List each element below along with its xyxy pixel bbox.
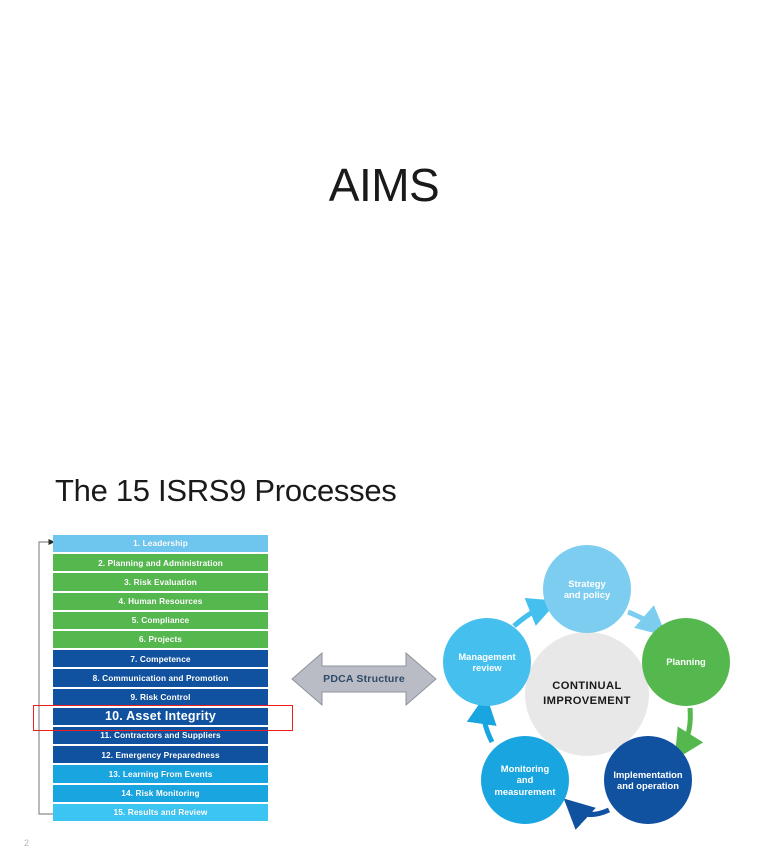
process-item-label: 3. Risk Evaluation [124, 576, 197, 587]
process-item-4[interactable]: 4. Human Resources [53, 591, 268, 611]
process-item-label: 8. Communication and Promotion [92, 672, 229, 683]
process-item-12[interactable]: 12. Emergency Preparedness [53, 745, 268, 765]
process-item-9[interactable]: 9. Risk Control [53, 687, 268, 707]
process-item-11[interactable]: 11. Contractors and Suppliers [53, 726, 268, 746]
cycle-node-label: Planning [666, 656, 706, 668]
section-title: The 15 ISRS9 Processes [55, 473, 397, 508]
process-item-8[interactable]: 8. Communication and Promotion [53, 668, 268, 688]
arrow-monitoring-to-management-review [466, 694, 497, 744]
process-item-label: 6. Projects [138, 634, 183, 645]
arrow-strategy-to-planning [627, 605, 667, 637]
process-item-6[interactable]: 6. Projects [53, 630, 268, 650]
process-list: 1. Leadership 2. Planning and Administrat… [53, 534, 268, 822]
process-item-label: 2. Planning and Administration [98, 557, 223, 568]
continual-improvement-line2: IMPROVEMENT [543, 695, 631, 707]
arrow-implementation-to-monitoring [563, 798, 611, 830]
page-number: 2 [24, 838, 30, 848]
process-item-label: 10. Asset Integrity [104, 709, 216, 724]
process-item-label: 7. Competence [130, 653, 191, 664]
process-item-2[interactable]: 2. Planning and Administration [53, 553, 268, 573]
process-item-label: 9. Risk Control [130, 692, 191, 703]
process-item-5[interactable]: 5. Compliance [53, 610, 268, 630]
process-item-7[interactable]: 7. Competence [53, 649, 268, 669]
process-item-10[interactable]: 10. Asset Integrity [53, 706, 268, 726]
process-item-13[interactable]: 13. Learning From Events [53, 764, 268, 784]
process-item-label: 4. Human Resources [118, 596, 203, 607]
process-item-15[interactable]: 15. Results and Review [53, 802, 268, 822]
process-item-label: 14. Risk Monitoring [121, 788, 200, 799]
continual-improvement-center: CONTINUAL IMPROVEMENT [525, 632, 649, 756]
arrow-planning-to-implementation [674, 707, 704, 760]
process-item-3[interactable]: 3. Risk Evaluation [53, 572, 268, 592]
process-item-label: 1. Leadership [133, 538, 188, 549]
process-item-label: 5. Compliance [131, 615, 190, 626]
continual-improvement-line1: CONTINUAL [552, 680, 622, 693]
process-item-14[interactable]: 14. Risk Monitoring [53, 783, 268, 803]
process-item-label: 15. Results and Review [113, 807, 208, 818]
cycle-node-planning[interactable]: Planning [642, 618, 730, 706]
process-item-label: 13. Learning From Events [108, 768, 213, 779]
arrow-management-review-to-strategy [512, 598, 558, 628]
process-item-1[interactable]: 1. Leadership [53, 534, 268, 554]
process-item-label: 12. Emergency Preparedness [101, 749, 220, 760]
pdca-structure-arrow [290, 649, 438, 709]
process-item-label: 11. Contractors and Suppliers [100, 730, 221, 741]
page-title: AIMS [328, 159, 440, 211]
